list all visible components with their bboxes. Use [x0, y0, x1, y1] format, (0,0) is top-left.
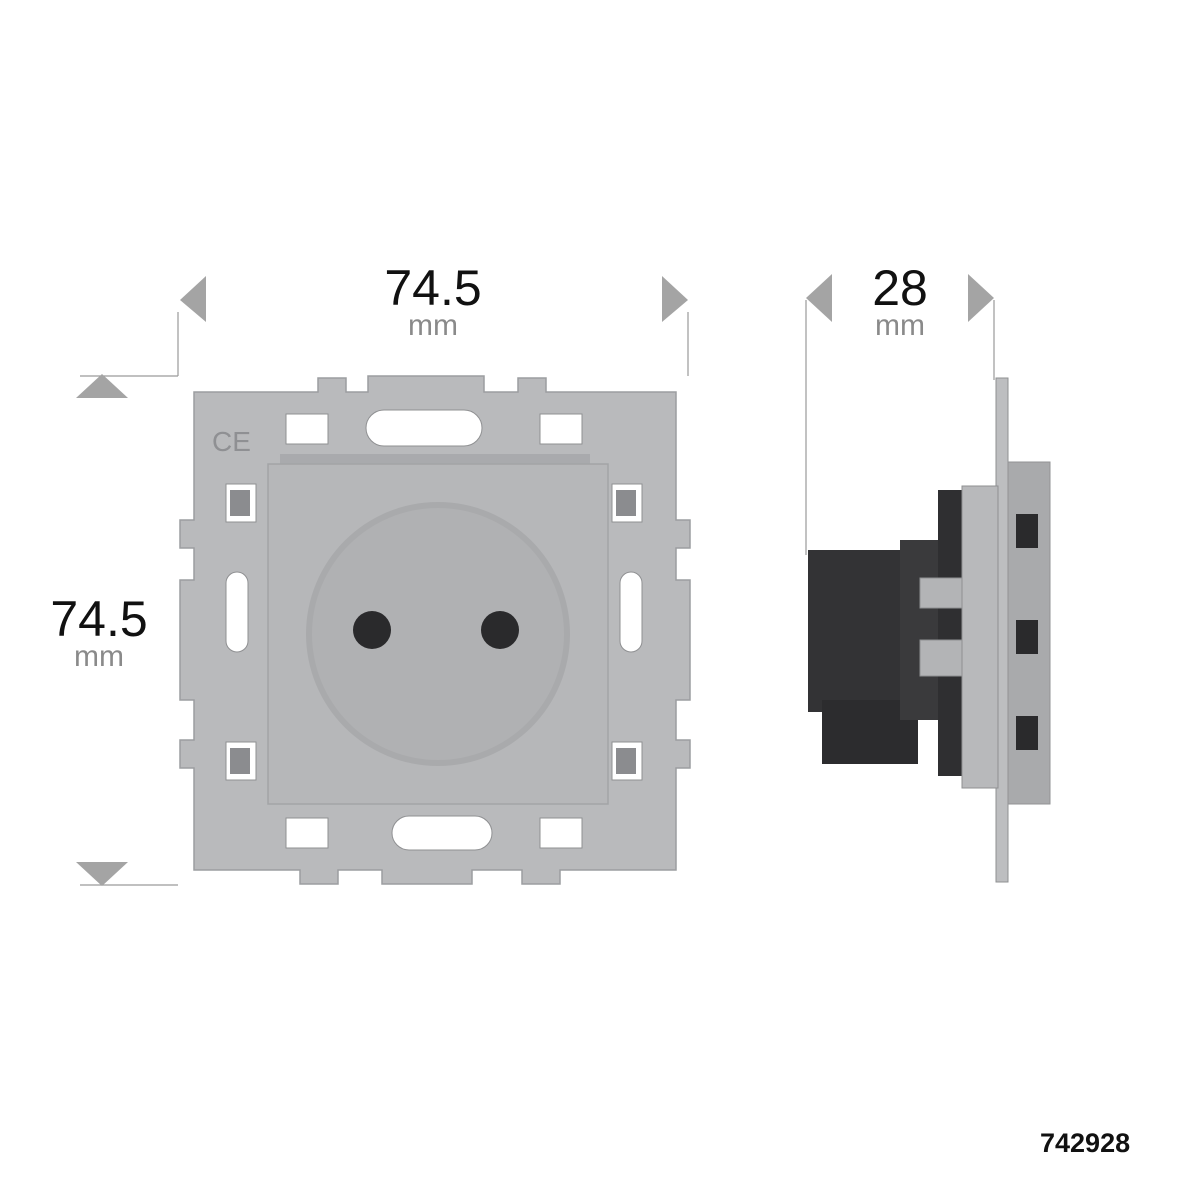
- triangle-up-icon: [76, 374, 128, 398]
- socket-face: [267, 463, 609, 805]
- width-dimension-lines: [80, 312, 689, 886]
- side-view: [808, 377, 1051, 883]
- socket-hole-left: [353, 611, 391, 649]
- triangle-left-icon: [180, 276, 206, 322]
- depth-unit: mm: [875, 309, 925, 342]
- triangle-left-icon: [806, 274, 832, 322]
- triangle-right-icon: [968, 274, 994, 322]
- triangle-down-icon: [76, 862, 128, 886]
- triangle-right-icon: [662, 276, 688, 322]
- ce-mark: CE: [212, 426, 251, 457]
- depth-dimension-lines: [805, 300, 995, 555]
- depth-value: 28: [872, 260, 928, 316]
- product-code: 742928: [1040, 1128, 1131, 1158]
- width-value: 74.5: [384, 260, 482, 316]
- socket-hole-right: [481, 611, 519, 649]
- width-unit: mm: [408, 309, 458, 342]
- height-value: 74.5: [50, 591, 148, 647]
- height-unit: mm: [74, 640, 124, 673]
